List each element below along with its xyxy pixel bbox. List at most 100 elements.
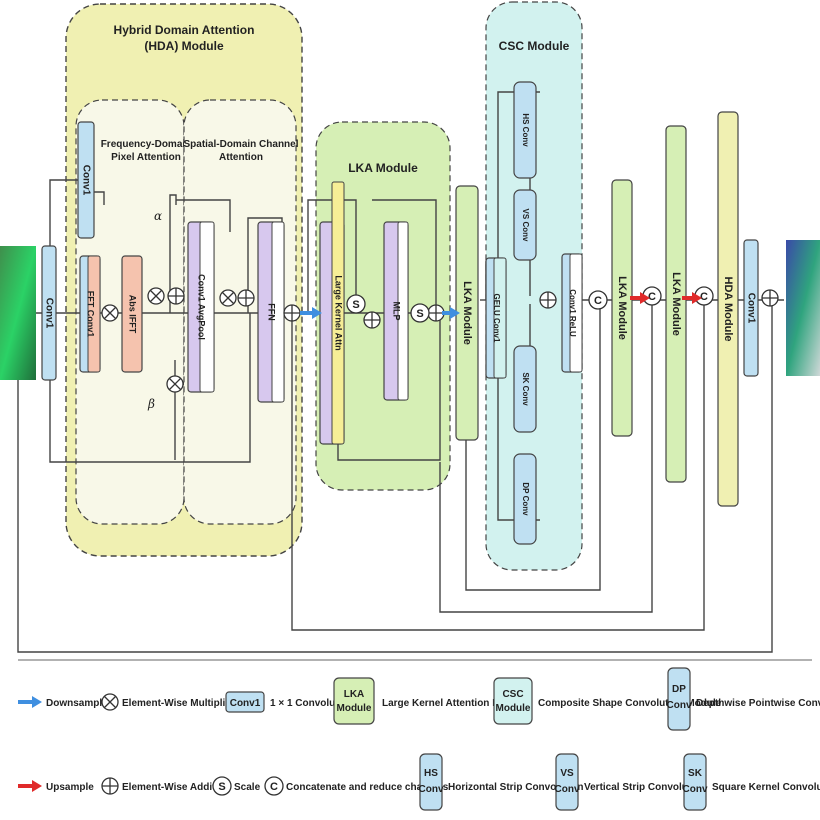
legend-add-icon: [101, 777, 119, 795]
downsample-arrow-icon: [442, 307, 460, 319]
svg-text:Conv: Conv: [683, 784, 708, 795]
hs-conv-label: HS Conv: [521, 113, 530, 147]
sk-conv-label: SK Conv: [521, 372, 530, 406]
svg-text:Element-Wise Multiplication: Element-Wise Multiplication: [122, 698, 255, 709]
lka-module-1-block: LKA Module: [455, 185, 479, 441]
svg-text:S: S: [416, 308, 423, 320]
lka-module-1-label: LKA Module: [461, 281, 473, 345]
concat-icon: C: [694, 286, 714, 306]
mlp-block: MLP: [383, 221, 409, 401]
svg-text:Large Kernel Attention Module: Large Kernel Attention Module: [382, 698, 528, 709]
svg-text:Element-Wise Addition: Element-Wise Addition: [122, 782, 230, 793]
scale-icon: S: [346, 294, 366, 314]
svg-text:Module: Module: [337, 703, 372, 714]
svg-text:Scale: Scale: [234, 782, 261, 793]
sk-conv-block: SK Conv: [513, 345, 537, 433]
svg-text:Horizontal Strip Convolution: Horizontal Strip Convolution: [448, 782, 584, 793]
upsample-arrow-icon: [682, 292, 702, 304]
input-image: [0, 246, 36, 380]
vs-conv-block: VS Conv: [513, 189, 537, 261]
svg-text:Conv: Conv: [667, 700, 692, 711]
spatial-title-2: Attention: [219, 152, 263, 163]
alpha-label: α: [154, 209, 162, 223]
svg-text:Square Kernel Convolution: Square Kernel Convolution: [712, 782, 820, 793]
freq-title-1: Frequency-Domain: [101, 139, 192, 150]
hda-module-2-block: HDA Module: [717, 111, 739, 507]
conv-relu-label: Conv1 ReLU: [568, 289, 577, 337]
multiply-icon: [147, 287, 165, 305]
vs-conv-label: VS Conv: [521, 209, 530, 242]
multiply-icon: [219, 289, 237, 307]
svg-text:CSC: CSC: [502, 689, 523, 700]
conv-top-block: Conv1: [77, 121, 95, 239]
svg-text:Conv1: Conv1: [230, 698, 261, 709]
multiply-icon: [166, 375, 184, 393]
legend-multiply-icon: [101, 693, 119, 711]
csc-title: CSC Module: [499, 39, 570, 53]
freq-title-2: Pixel Attention: [111, 152, 181, 163]
fft-conv-label: FFT Conv1: [86, 291, 96, 338]
svg-text:1 × 1 Convolution: 1 × 1 Convolution: [270, 698, 354, 709]
svg-text:LKA: LKA: [344, 689, 365, 700]
scale-icon: S: [410, 303, 430, 323]
operators: S S C C C: [101, 286, 779, 393]
ffn-label: FFN: [267, 303, 277, 321]
svg-text:VS: VS: [560, 768, 574, 779]
add-icon: [761, 289, 779, 307]
conv-relu-block: Conv1 ReLU: [561, 253, 583, 373]
upsample-arrow-icon: [630, 292, 650, 304]
lka-module-3-block: LKA Module: [665, 125, 687, 483]
inverse-fft-label: Abs IFFT: [128, 295, 138, 334]
conv-in-label: Conv1: [43, 298, 54, 329]
concat-icon: C: [588, 290, 608, 310]
svg-text:Depthwise Pointwise Convolutio: Depthwise Pointwise Convolution: [696, 698, 820, 709]
spatial-block: Spatial-Domain Channel Attention: [183, 99, 299, 525]
add-icon: [363, 311, 381, 329]
svg-text:C: C: [594, 295, 602, 307]
svg-text:S: S: [218, 781, 225, 793]
lka-module-3-label: LKA Module: [670, 272, 682, 336]
svg-text:C: C: [270, 781, 278, 793]
svg-text:HS: HS: [424, 768, 438, 779]
downsample-arrow-icon: [300, 307, 322, 319]
spatial-title-1: Spatial-Domain Channel: [183, 139, 298, 150]
output-image: [786, 240, 820, 376]
fft-conv-block: FFT Conv1: [79, 255, 101, 373]
inverse-fft-block: Abs IFFT: [121, 255, 143, 373]
gelu-conv-block: GELU Conv1: [485, 257, 507, 379]
legend-upsample-icon: [18, 780, 42, 792]
legend: Downsample Element-Wise Multiplication C…: [18, 667, 820, 811]
conv-out-block: Conv1: [743, 239, 759, 377]
add-icon: [283, 304, 301, 322]
lka-title: LKA Module: [348, 161, 418, 175]
hda-title-1: Hybrid Domain Attention: [114, 23, 255, 37]
add-icon: [539, 291, 557, 309]
conv-top-label: Conv1: [80, 165, 91, 196]
legend-downsample-icon: [18, 696, 42, 708]
lka-module-2-block: LKA Module: [611, 179, 633, 437]
svg-text:Vertical Strip Convolution: Vertical Strip Convolution: [584, 782, 706, 793]
svg-text:SK: SK: [688, 768, 703, 779]
svg-text:Concatenate and reduce channel: Concatenate and reduce channels: [286, 782, 449, 793]
svg-text:DP: DP: [672, 684, 686, 695]
legend-scale-icon: [212, 776, 232, 796]
lka-module-2-label: LKA Module: [616, 276, 628, 340]
lka-module-container: LKA Module: [315, 121, 451, 491]
svg-text:C: C: [700, 291, 708, 303]
multiply-icon: [101, 304, 119, 322]
add-icon: [427, 304, 445, 322]
mlp-label: MLP: [392, 302, 402, 321]
large-kernel-attn-block: Large Kernel Attn: [319, 181, 345, 445]
large-kernel-attn-label: Large Kernel Attn: [334, 275, 344, 350]
svg-text:Conv: Conv: [419, 784, 444, 795]
add-icon: [237, 289, 255, 307]
gelu-conv-label: GELU Conv1: [492, 294, 501, 343]
svg-text:Conv: Conv: [555, 784, 580, 795]
svg-text:Downsample: Downsample: [46, 698, 108, 709]
ffn-block: FFN: [257, 221, 285, 403]
svg-text:Upsample: Upsample: [46, 782, 94, 793]
avgpool-label: Conv1 AvgPool: [197, 274, 207, 340]
add-icon: [167, 287, 185, 305]
hs-conv-block: HS Conv: [513, 81, 537, 179]
